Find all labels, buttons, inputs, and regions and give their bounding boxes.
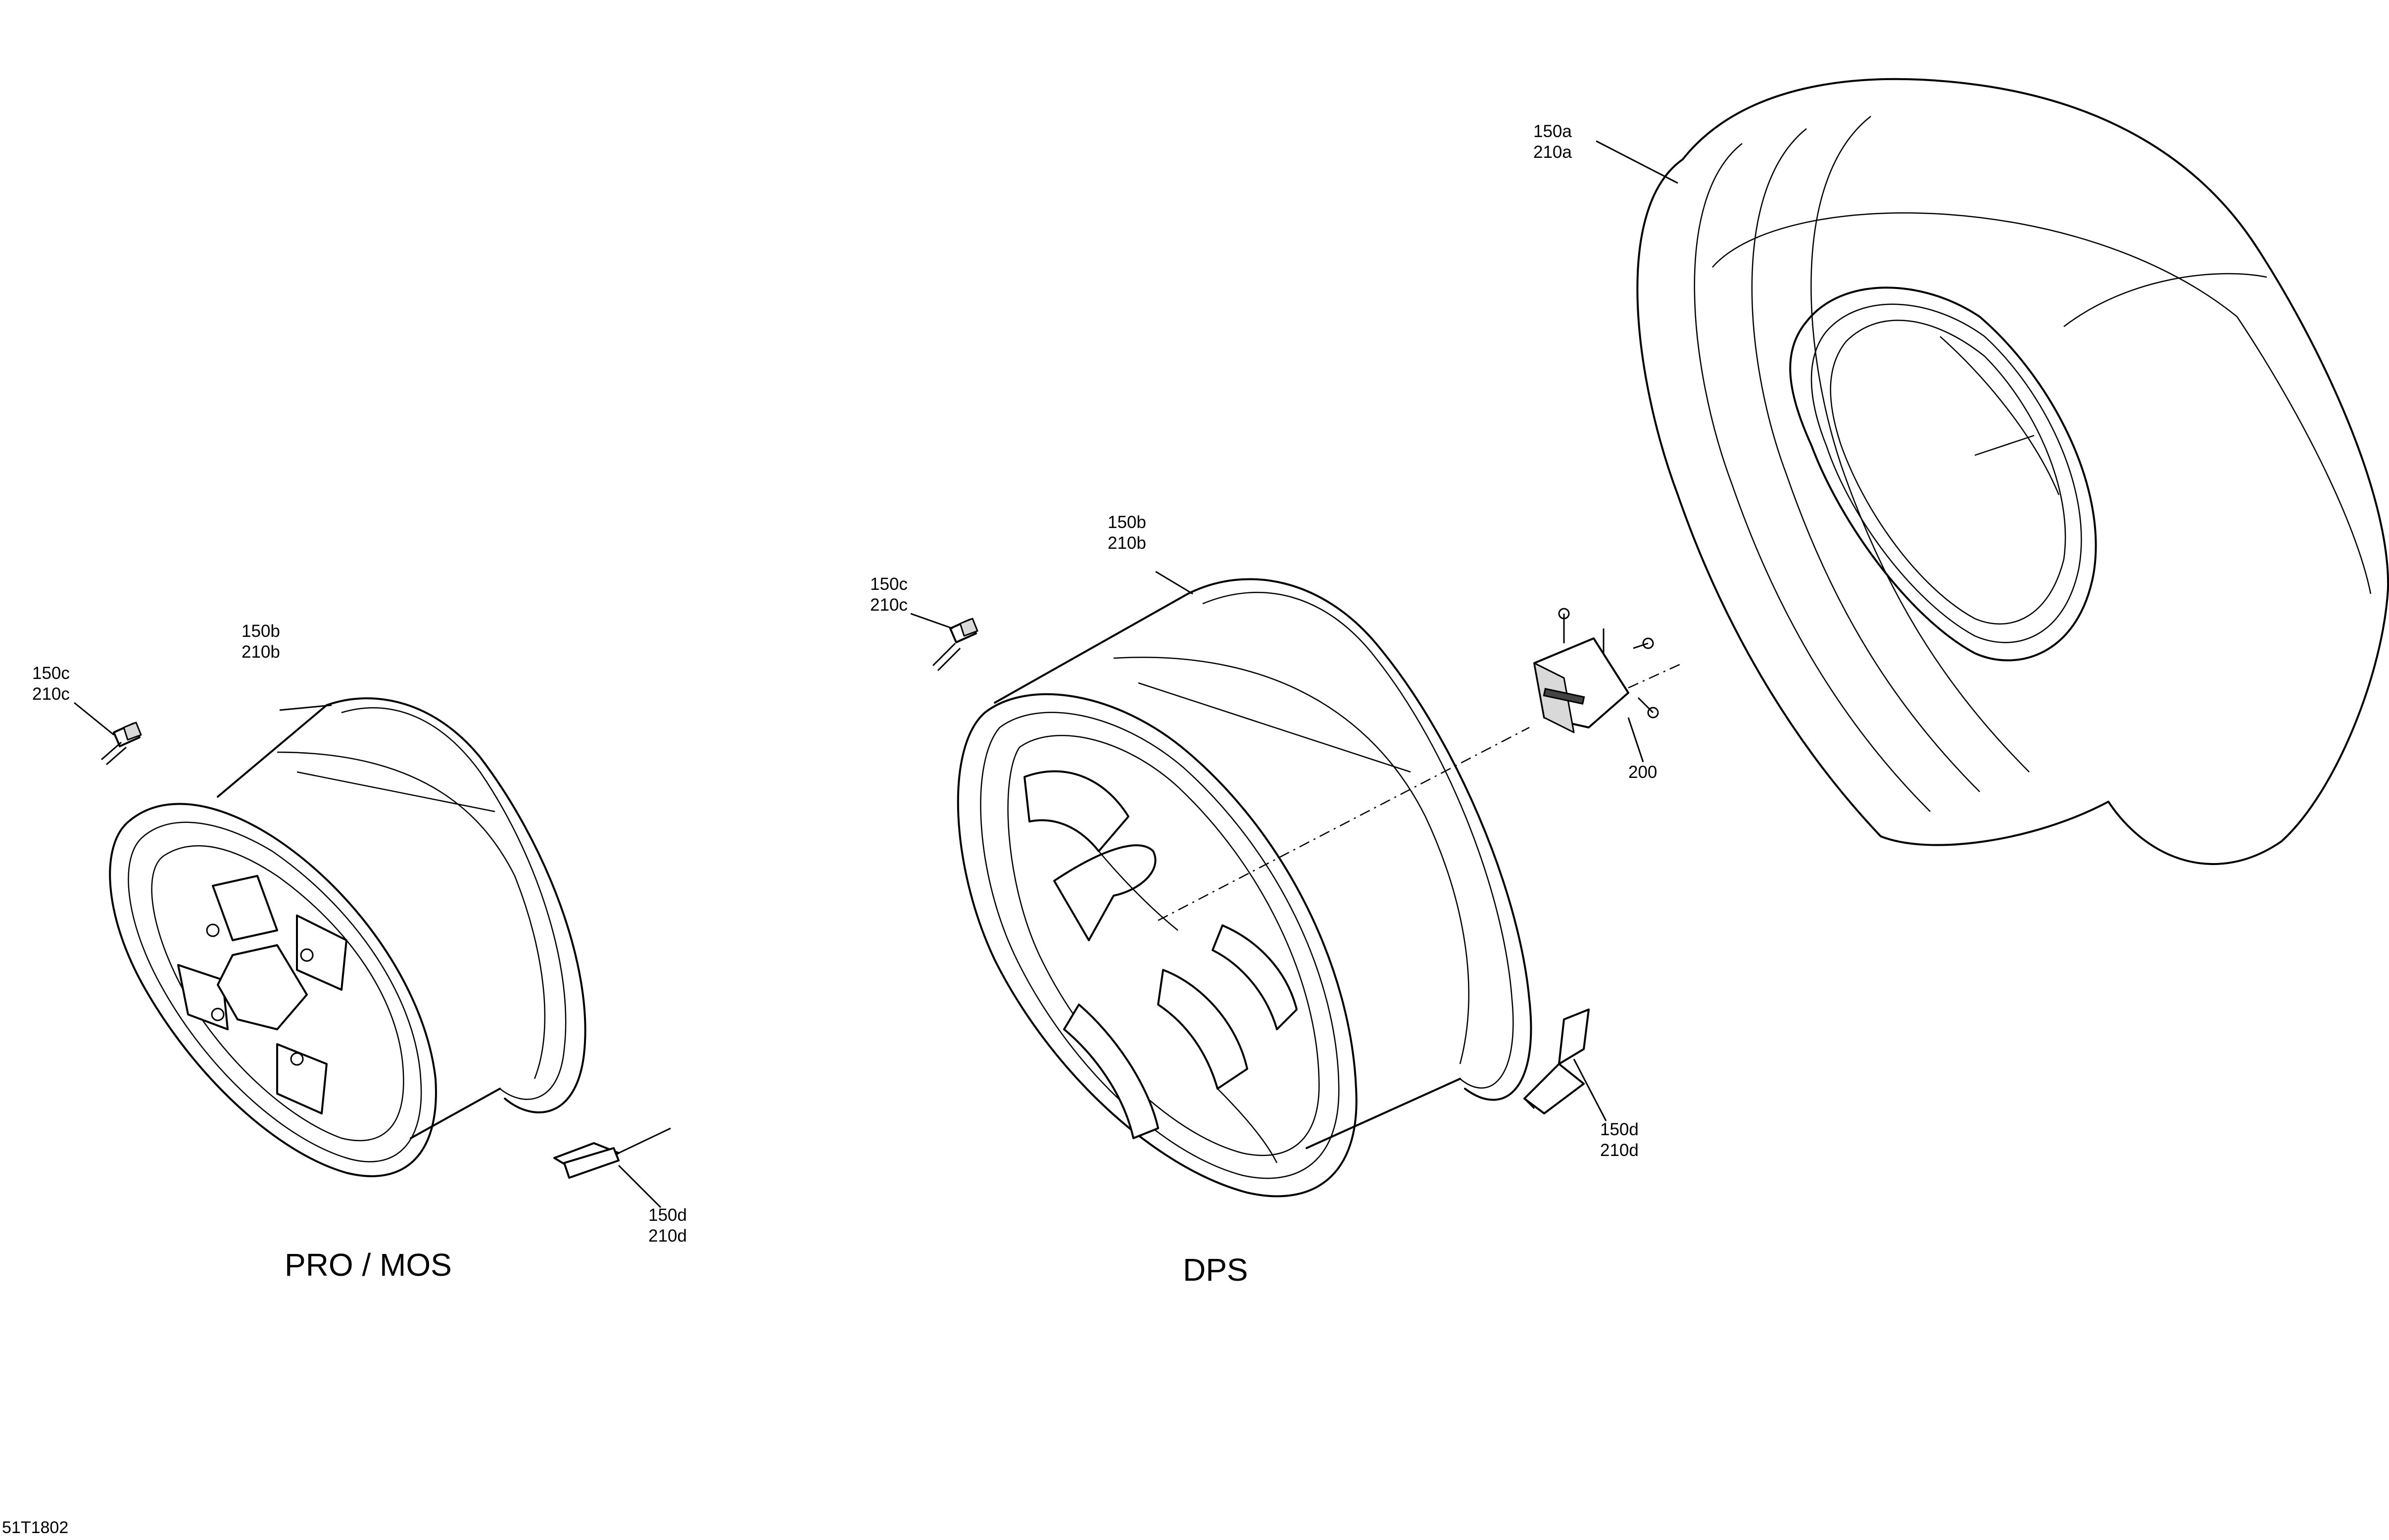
pro-weight-leader <box>618 1164 662 1208</box>
callout-pro-valve: 150c 210c <box>32 663 70 705</box>
callout-dps-valve-line-2: 210c <box>870 595 908 615</box>
callout-hub: 200 <box>1628 762 1657 783</box>
hub-leader <box>1627 717 1644 763</box>
callout-pro-weight-line-1: 150d <box>648 1205 687 1225</box>
pro-valve-stem <box>101 722 142 766</box>
callout-dps-weight-line-2: 210d <box>1600 1141 1639 1160</box>
callout-dps-rim-line-2: 210b <box>1108 533 1146 553</box>
hub-illustration <box>1533 608 1659 733</box>
callout-pro-rim-line-1: 150b <box>242 622 280 641</box>
dps-weight-leader <box>1573 1059 1607 1121</box>
callout-tire-line-1: 150a <box>1533 122 1572 141</box>
callout-hub-line-1: 200 <box>1628 763 1658 782</box>
hub-tire-centerline <box>1628 662 1683 689</box>
callout-dps-weight-line-1: 150d <box>1600 1120 1639 1139</box>
callout-pro-rim: 150b 210b <box>242 621 280 663</box>
callout-pro-valve-line-2: 210c <box>32 684 70 704</box>
tire-leader <box>1596 140 1678 184</box>
hub-axis-centerline <box>1158 726 1530 921</box>
dps-wheel-weight <box>1523 1009 1590 1114</box>
callout-dps-valve: 150c 210c <box>870 574 908 616</box>
callout-pro-rim-line-2: 210b <box>242 642 280 662</box>
variant-title-pro-mos: PRO / MOS <box>285 1247 452 1283</box>
pro-valve-leader <box>74 702 114 736</box>
variant-title-dps: DPS <box>1183 1252 1248 1288</box>
pro-wheel-weight <box>553 1127 671 1179</box>
callout-tire: 150a 210a <box>1533 121 1572 163</box>
dps-valve-leader <box>910 613 953 629</box>
callout-pro-valve-line-1: 150c <box>32 664 70 683</box>
pro-rim-illustration <box>109 697 586 1177</box>
pro-rim-leader <box>279 704 332 711</box>
callout-pro-weight: 150d 210d <box>648 1205 687 1247</box>
drawing-id: 51T1802 <box>2 1518 69 1537</box>
dps-rim-illustration <box>957 578 1532 1198</box>
callout-pro-weight-line-2: 210d <box>648 1226 687 1246</box>
callout-tire-line-2: 210a <box>1533 143 1572 162</box>
tire-illustration <box>1636 78 2389 866</box>
callout-dps-weight: 150d 210d <box>1600 1119 1639 1161</box>
dps-rim-leader <box>1155 571 1193 595</box>
callout-dps-rim-line-1: 150b <box>1108 513 1146 532</box>
dps-valve-stem <box>932 618 978 672</box>
callout-dps-rim: 150b 210b <box>1108 512 1146 554</box>
callout-dps-valve-line-1: 150c <box>870 575 908 594</box>
